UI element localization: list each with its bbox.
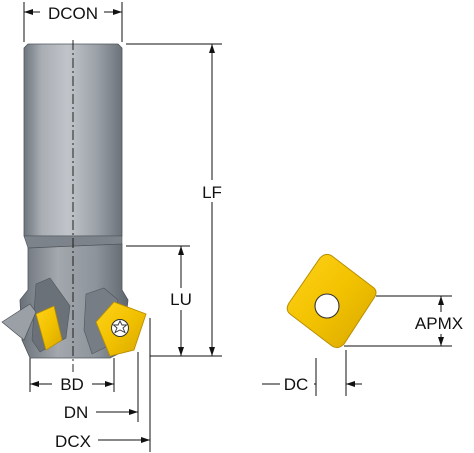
apmx-label: APMX <box>415 314 463 333</box>
lf-arrow-bottom <box>209 347 215 356</box>
dcx-arrow-right <box>141 437 150 443</box>
dcon-label: DCON <box>48 4 98 23</box>
dim-lu: LU <box>126 245 198 356</box>
insert-screw-icon <box>111 319 129 337</box>
dim-lf: LF <box>126 43 228 357</box>
dim-dc: DC <box>262 350 362 396</box>
insert-left <box>35 305 63 351</box>
lf-label-bg <box>196 180 228 202</box>
dim-dcx: DCX <box>48 318 151 452</box>
lf-arrow-top <box>209 44 215 53</box>
lu-label-bg <box>164 288 198 310</box>
apmx-arrow-bottom <box>438 337 444 346</box>
cutting-edge-left <box>1 303 37 341</box>
dim-apmx: APMX <box>344 295 472 347</box>
dn-arrow-right <box>129 409 138 415</box>
bd-label-bg <box>52 373 92 394</box>
dc-label: DC <box>284 375 309 394</box>
lu-arrow-top <box>178 246 184 255</box>
lu-label: LU <box>170 290 192 309</box>
insert-detail <box>286 253 377 349</box>
dim-dcon: DCON <box>23 2 123 42</box>
milling-tool-body <box>1 43 147 359</box>
apmx-arrow-top <box>438 296 444 305</box>
dc-arrow-right <box>346 381 355 387</box>
bd-arrow-left <box>30 381 39 387</box>
insert-hole <box>314 293 340 319</box>
lf-label: LF <box>202 183 222 202</box>
dcon-label-bg <box>40 2 104 22</box>
bd-label: BD <box>60 375 84 394</box>
apmx-label-bg <box>406 312 472 334</box>
lu-arrow-bottom <box>178 347 184 356</box>
dcon-arrow-left <box>24 9 33 15</box>
dim-dn: DN <box>56 352 139 423</box>
bd-arrow-right <box>105 381 114 387</box>
dim-bd: BD <box>29 358 115 394</box>
dc-label-bg <box>280 373 314 394</box>
dcon-arrow-right <box>113 9 122 15</box>
dn-label: DN <box>64 403 89 422</box>
dcx-label-bg <box>48 430 98 451</box>
dcx-label: DCX <box>55 432 91 451</box>
dn-label-bg <box>56 402 96 423</box>
